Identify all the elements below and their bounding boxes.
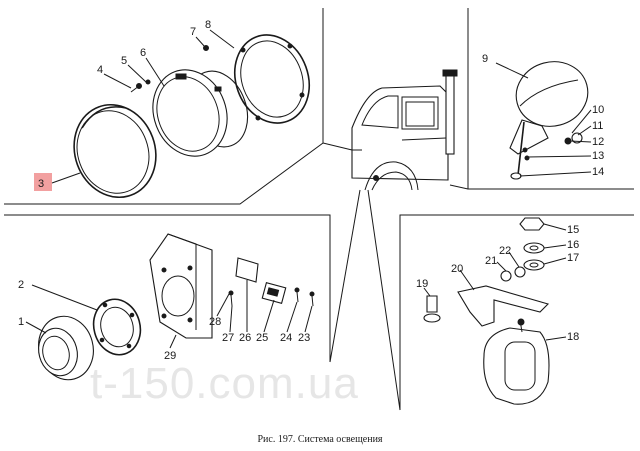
callout-9: 9 xyxy=(482,53,488,65)
callout-22: 22 xyxy=(499,245,511,257)
callout-14: 14 xyxy=(592,166,604,178)
callout-8: 8 xyxy=(205,19,211,31)
callout-3: 3 xyxy=(38,178,44,190)
mounting-bracket xyxy=(149,233,315,339)
callout-29: 29 xyxy=(164,350,176,362)
callout-23: 23 xyxy=(298,332,310,344)
callout-24: 24 xyxy=(280,332,292,344)
callout-highlight xyxy=(34,173,52,191)
callout-18: 18 xyxy=(567,331,579,343)
callout-20: 20 xyxy=(451,263,463,275)
mounting-ring xyxy=(203,34,310,124)
truck-cab xyxy=(351,69,458,191)
callout-12: 12 xyxy=(592,136,604,148)
fog-lamp-assembly xyxy=(423,217,550,405)
callout-16: 16 xyxy=(567,239,579,251)
callout-11: 11 xyxy=(592,120,603,132)
leader-lines xyxy=(25,29,592,349)
panel-frames xyxy=(4,8,634,411)
callout-15: 15 xyxy=(567,224,579,236)
callout-2: 2 xyxy=(18,279,24,291)
callout-19: 19 xyxy=(416,278,428,290)
callout-7: 7 xyxy=(190,26,196,38)
callout-27: 27 xyxy=(222,332,234,344)
callout-13: 13 xyxy=(592,150,604,162)
callout-25: 25 xyxy=(256,332,268,344)
roof-lamp xyxy=(509,61,589,180)
headlight-rim xyxy=(73,103,157,199)
headlight-unit xyxy=(130,69,249,157)
callout-4: 4 xyxy=(97,64,103,76)
callout-21: 21 xyxy=(485,255,497,267)
side-lamp xyxy=(38,298,142,381)
callout-1: 1 xyxy=(18,316,24,328)
watermark: t-150.com.ua xyxy=(90,359,359,408)
callout-numbers: 3 4 5 6 7 8 9 10 11 12 13 14 15 16 17 18… xyxy=(18,19,604,362)
callout-6: 6 xyxy=(140,47,146,59)
callout-28: 28 xyxy=(209,316,221,328)
callout-10: 10 xyxy=(592,104,604,116)
callout-17: 17 xyxy=(567,252,579,264)
figure-caption: Рис. 197. Система освещения xyxy=(257,434,382,445)
callout-26: 26 xyxy=(239,332,251,344)
callout-5: 5 xyxy=(121,55,127,67)
